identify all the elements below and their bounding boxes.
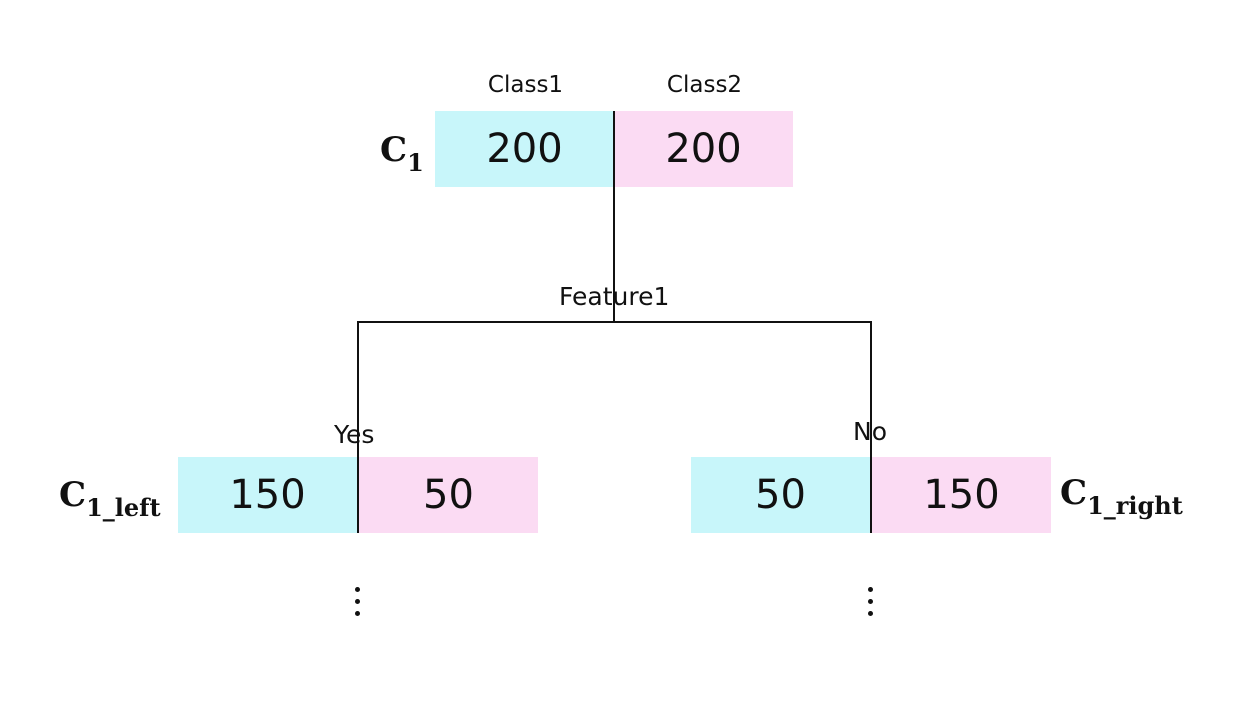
left-branch-connector [357, 321, 359, 533]
root-label-main: C [380, 130, 408, 170]
left-continuation-ellipsis-icon [355, 587, 361, 616]
root-label-sub: 1 [407, 148, 424, 177]
right-continuation-ellipsis-icon [868, 587, 874, 616]
left-label-sub: 1_left [86, 493, 161, 522]
right-class2-count: 150 [872, 457, 1051, 533]
right-label-main: C [1060, 473, 1088, 513]
right-branch-connector [870, 321, 872, 533]
right-class1-count: 50 [691, 457, 870, 533]
yes-label: Yes [334, 420, 375, 449]
class2-header: Class2 [666, 72, 743, 98]
root-class2-count: 200 [614, 111, 793, 187]
root-node-label: C1 [380, 130, 424, 177]
left-class2-count: 50 [359, 457, 538, 533]
no-label: No [853, 417, 887, 446]
right-label-sub: 1_right [1087, 491, 1183, 520]
right-node-label: C1_right [1060, 473, 1183, 520]
class1-header: Class1 [487, 72, 564, 98]
left-class1-count: 150 [178, 457, 357, 533]
feature-label: Feature1 [559, 282, 670, 311]
left-node-label: C1_left [59, 475, 161, 522]
split-connector [357, 321, 872, 323]
root-divider-connector [613, 111, 615, 322]
left-label-main: C [59, 475, 87, 515]
root-class1-count: 200 [435, 111, 614, 187]
